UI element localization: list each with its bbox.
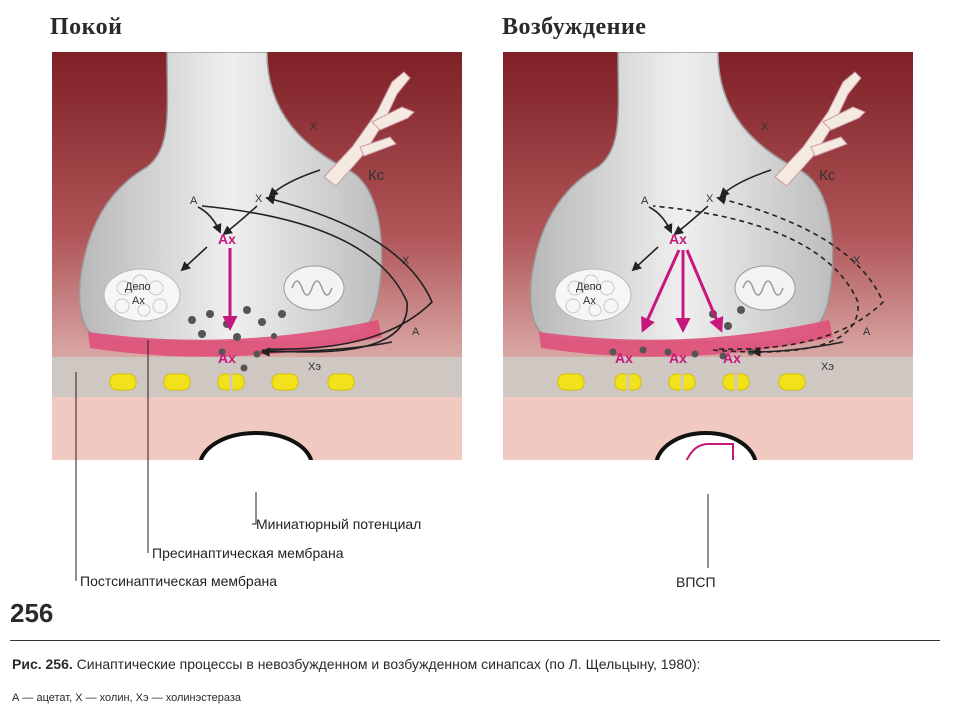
- divider: [10, 640, 940, 641]
- callout-presynaptic-membrane: Пресинаптическая мембрана: [152, 545, 344, 561]
- capillary: [774, 71, 866, 187]
- label-acetate-top: А: [641, 195, 649, 207]
- acetylcholine-depot: [103, 268, 181, 322]
- miniature-potential-readout: [198, 431, 314, 460]
- label-depot-line1: Депо: [576, 281, 602, 293]
- label-choline-top: Х: [761, 121, 769, 133]
- caption-label: Рис. 256.: [12, 656, 73, 672]
- label-depot-line2: Ах: [132, 295, 145, 307]
- figure-legend: А — ацетат, Х — холин, Хэ — холинэстераз…: [12, 692, 242, 704]
- label-acetylcholine-top: Ах: [218, 231, 236, 247]
- figure-caption: Рис. 256. Синаптические процессы в невоз…: [12, 655, 932, 673]
- capillary: [323, 71, 415, 187]
- label-choline-side: Х: [402, 255, 410, 267]
- panel-title-rest: Покой: [50, 14, 123, 40]
- acetylcholine-depot: [554, 268, 632, 322]
- synaptic-vesicles: [609, 306, 755, 360]
- acetylcholine-release-arrows: [641, 249, 724, 333]
- label-choline-top: Х: [310, 121, 318, 133]
- label-acetylcholine-cleft-3: Ах: [723, 350, 741, 366]
- mitochondrion: [734, 265, 796, 311]
- label-acetylcholine-top: Ах: [669, 231, 687, 247]
- synapse-excitation-diagram: Кс Х Х Х А А Депо Ах Ах Ах Ах Ах Хэ: [503, 52, 913, 460]
- postsynaptic-receptors: [109, 372, 355, 392]
- page-number: 256: [10, 598, 54, 628]
- label-choline-mid: Х: [255, 193, 263, 205]
- caption-text: Синаптические процессы в невозбужденном …: [76, 656, 701, 672]
- epsp-readout: [654, 431, 758, 460]
- label-acetate-side: А: [863, 326, 871, 338]
- label-choline-side: Х: [853, 255, 861, 267]
- label-acetate-side: А: [412, 326, 420, 338]
- mitochondrion: [283, 265, 345, 311]
- callout-epsp: ВПСП: [676, 574, 716, 590]
- synapse-rest-diagram: Кс Х Х Х А А Депо Ах Ах Ах Хэ: [52, 52, 462, 460]
- label-acetylcholine-cleft-2: Ах: [669, 350, 687, 366]
- label-acetylcholine-cleft: Ах: [218, 350, 236, 366]
- label-ks: Кс: [368, 167, 385, 184]
- label-acetate-top: А: [190, 195, 198, 207]
- choline-arrows: [631, 169, 884, 357]
- callout-miniature-potential: Миниатюрный потенциал: [256, 516, 422, 532]
- label-acetylcholine-cleft-1: Ах: [615, 350, 633, 366]
- label-depot-line1: Депо: [125, 281, 151, 293]
- label-choline-mid: Х: [706, 193, 714, 205]
- label-ks: Кс: [819, 167, 836, 184]
- choline-arrows: [180, 169, 433, 357]
- label-depot-line2: Ах: [583, 295, 596, 307]
- postsynaptic-receptors: [557, 372, 806, 392]
- label-cholinesterase: Хэ: [308, 361, 321, 373]
- label-cholinesterase: Хэ: [821, 361, 834, 373]
- callout-postsynaptic-membrane: Постсинаптическая мембрана: [80, 573, 278, 589]
- panel-title-excitation: Возбуждение: [502, 14, 647, 40]
